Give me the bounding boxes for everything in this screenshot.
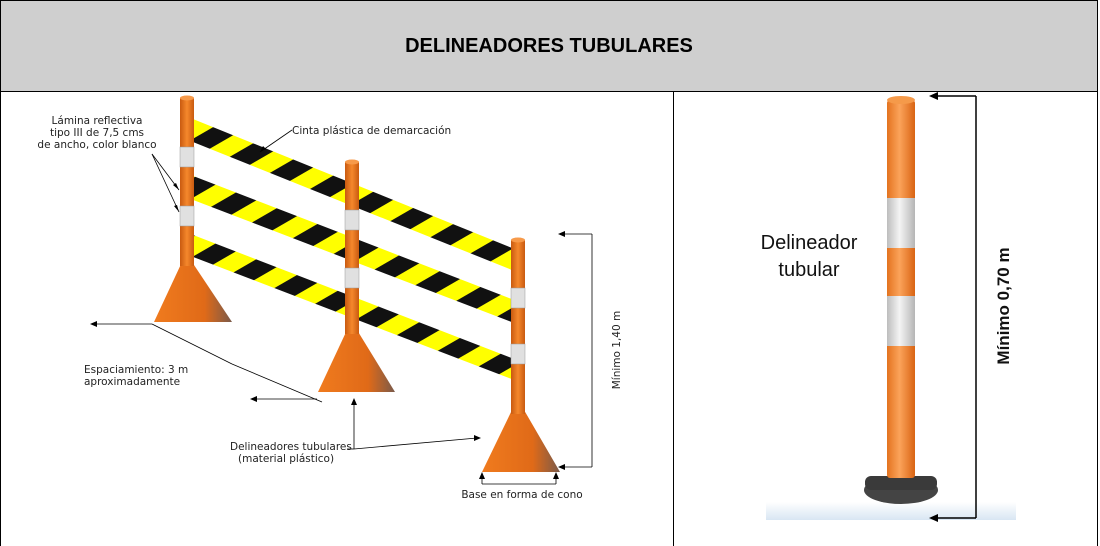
reflective-band (887, 296, 915, 346)
floor (766, 502, 1016, 520)
leader-line (259, 129, 293, 153)
label-delineators-line2: (material plástico) (238, 453, 334, 465)
label-height-left: Mínimo 1,40 m (611, 311, 623, 389)
leader-line (151, 153, 180, 213)
label-delineator-line2: tubular (778, 259, 839, 281)
reflective-band (510, 287, 526, 309)
leader-line (231, 363, 323, 403)
reflective-band (510, 343, 526, 365)
table-divider (673, 91, 674, 546)
table-border-right (1097, 91, 1098, 546)
label-spacing-line2: aproximadamente (84, 376, 180, 388)
delineator-pole (887, 96, 915, 478)
cone-base-3 (482, 410, 560, 472)
reflective-band (344, 209, 360, 231)
delineator-pole-3 (482, 237, 560, 472)
cone-base-2 (318, 330, 395, 392)
title-bar: DELINEADORES TUBULARES (0, 0, 1098, 92)
label-tape: Cinta plástica de demarcación (292, 125, 451, 137)
reflective-band (179, 146, 195, 168)
delineator-fence-diagram: Lámina reflectiva tipo III de 7,5 cms de… (37, 95, 623, 501)
label-reflective-line2: tipo III de 7,5 cms (50, 127, 144, 139)
label-height-right: Mínimo 0,70 m (994, 247, 1013, 364)
label-spacing-line1: Espaciamiento: 3 m (84, 364, 188, 376)
leader-line (353, 437, 478, 450)
table-border-left (0, 91, 1, 546)
label-base: Base en forma de cono (461, 489, 582, 501)
label-reflective-line1: Lámina reflectiva (52, 115, 143, 127)
label-delineator-line1: Delineador (761, 232, 858, 254)
page-title: DELINEADORES TUBULARES (405, 34, 693, 57)
cone-base-1 (154, 262, 232, 322)
reflective-band (887, 198, 915, 248)
label-reflective-line3: de ancho, color blanco (37, 139, 156, 151)
delineator-pole-2 (318, 159, 395, 392)
reflective-band (344, 267, 360, 289)
delineator-pole-1 (154, 95, 232, 322)
reflective-band (179, 205, 195, 227)
label-delineators-line1: Delineadores tubulares (230, 441, 352, 453)
leader-line (151, 323, 233, 365)
single-delineator-diagram: Delineador tubular Mínimo 0,70 m (761, 92, 1016, 522)
